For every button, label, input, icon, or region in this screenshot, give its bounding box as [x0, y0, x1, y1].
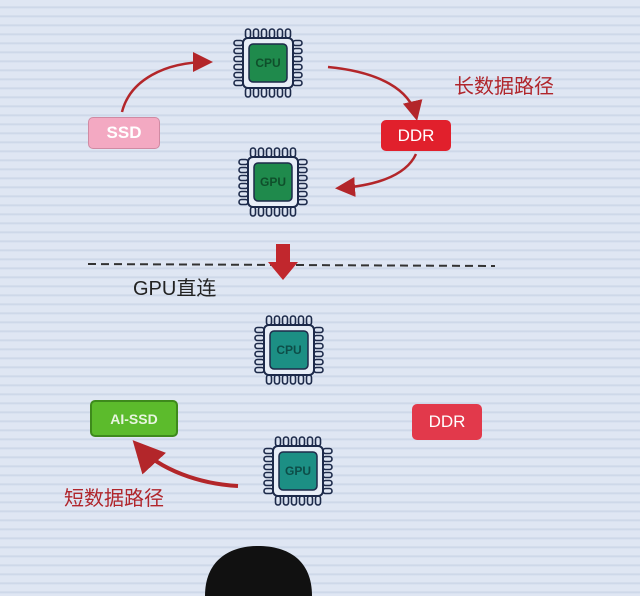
- chip-icon: [233, 28, 303, 98]
- divider-dashed-line: [87, 263, 496, 267]
- gpu-label: GPU: [259, 175, 286, 189]
- cpu-label: CPU: [255, 56, 281, 70]
- ddr-box-top: DDR: [381, 120, 451, 151]
- chip-icon: [238, 147, 308, 217]
- gpu-chip: GPU: [262, 435, 334, 507]
- audience-head: [205, 546, 312, 596]
- arrow-ssd-to-cpu: [120, 52, 213, 113]
- gpu-label: GPU: [284, 464, 311, 478]
- arrow-ddr-to-gpu: [335, 153, 418, 197]
- cpu-chip: CPU: [253, 314, 325, 386]
- long-path-label: 长数据路径: [454, 76, 554, 98]
- chip-icon: [254, 315, 324, 385]
- arrow-gpu-to-ai-ssd: [132, 440, 239, 488]
- short-path-label: 短数据路径: [64, 488, 164, 510]
- gpu-chip: GPU: [237, 146, 309, 218]
- ddr-box-bottom: DDR: [412, 404, 482, 440]
- cpu-chip: CPU: [232, 27, 304, 99]
- ai-ssd-box: AI-SSD: [90, 400, 178, 437]
- cpu-label: CPU: [276, 343, 302, 357]
- ssd-box: SSD: [88, 117, 160, 149]
- chip-icon: [263, 436, 333, 506]
- gpu-direct-label: GPU直连: [133, 278, 217, 300]
- arrow-cpu-to-ddr: [327, 65, 423, 121]
- down-arrow-icon: [268, 244, 298, 280]
